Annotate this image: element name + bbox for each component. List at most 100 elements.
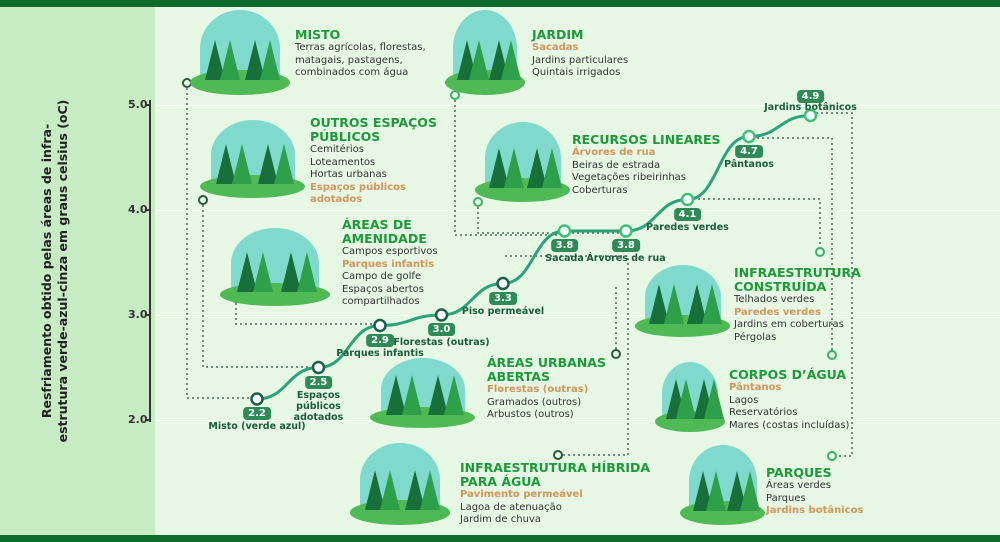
tree-icon (297, 251, 317, 292)
tree-icon (503, 147, 524, 188)
tree-icon (705, 470, 726, 511)
illustration (370, 358, 475, 428)
illustration (445, 10, 525, 95)
tree-icon (215, 143, 236, 184)
illustration (200, 120, 305, 198)
panel-title: PARQUES (766, 465, 832, 480)
panel-item: Telhados verdes (734, 294, 815, 305)
tree-icon (253, 251, 273, 292)
panel-item: adotados (310, 194, 363, 205)
panel-item: Parques infantis (342, 258, 435, 270)
panel-item: Lagoa de atenuação (460, 501, 562, 513)
panel-title: ÁREAS DE (342, 217, 412, 232)
tree-icon (231, 143, 252, 184)
data-point (557, 224, 572, 238)
panel-item: Paredes verdes (734, 306, 822, 318)
panel-item: Árvores de rua (572, 147, 656, 158)
point-label: Pântanos (724, 158, 774, 170)
panel-item: Jardins botânicos (766, 505, 864, 516)
illustration (655, 362, 725, 432)
point-label: Espaços públicos adotados (293, 389, 344, 423)
panel-item: Áreas verdes (766, 480, 832, 491)
panel-item: Hortas urbanas (310, 169, 387, 180)
panel-title: ÁREAS URBANAS (487, 355, 606, 370)
y-tick: 4.0 (128, 203, 148, 216)
panel-item: Coberturas (572, 184, 628, 196)
data-point (373, 318, 387, 333)
panel-item: Espaços abertos (342, 283, 424, 295)
illustration (635, 265, 730, 337)
panel-item: Espaços públicos (310, 181, 406, 193)
illustration (680, 445, 765, 525)
panel-item: Vegetações ribeirinhas (572, 172, 686, 183)
panel-item: combinados com água (295, 67, 409, 78)
value-badge: 3.8 (612, 239, 640, 252)
tree-icon (385, 375, 406, 416)
illustration (220, 228, 330, 306)
panel-item: Campo de golfe (342, 271, 422, 282)
top-border (0, 0, 1000, 7)
panel-item: Campos esportivos (342, 246, 438, 257)
tree-icon (704, 379, 724, 420)
tree-icon (541, 147, 562, 188)
panel-item: Jardins em coberturas (734, 319, 844, 330)
tree-icon (401, 375, 422, 416)
data-point (496, 276, 510, 291)
panel-title: PÚBLICOS (310, 129, 381, 144)
tree-icon (260, 39, 280, 80)
data-point (250, 392, 264, 406)
tree-icon (420, 470, 440, 511)
panel-item: Jardim de chuva (460, 514, 541, 525)
value-badge: 3.0 (427, 323, 456, 336)
panel-item: Pavimento permeável (460, 489, 583, 500)
panel-title: INFRAESTRUTURA (734, 265, 861, 280)
panel-title: CORPOS D’ÁGUA (729, 367, 847, 382)
tree-icon (701, 284, 722, 325)
bottom-border (0, 535, 1000, 542)
panel-title: PARA ÁGUA (460, 474, 541, 489)
data-point (803, 108, 818, 123)
panel-item: Mares (costas incluídas) (729, 419, 850, 431)
tree-icon (273, 143, 294, 184)
data-point (311, 360, 326, 375)
panel-item: Loteamentos (310, 156, 376, 168)
panel-title: JARDIM (532, 27, 584, 42)
point-label: Árvores de rua (586, 253, 666, 264)
tree-icon (427, 375, 448, 416)
tree-icon (739, 470, 760, 511)
panel-item: Lagos (729, 394, 759, 406)
gridline (155, 105, 1000, 106)
tree-icon (380, 470, 400, 511)
tree-icon (220, 39, 240, 80)
tree-icon (501, 39, 521, 80)
illustration (190, 10, 290, 95)
illustration (350, 443, 450, 525)
point-label: Misto (verde azul) (208, 421, 306, 432)
panel-title: ABERTAS (487, 369, 551, 384)
panel-title: INFRAESTRUTURA HÍBRIDA (460, 460, 651, 475)
panel-item: Beiras de estrada (572, 159, 661, 171)
panel-item: Pérgolas (734, 331, 777, 343)
panel-item: Cemitérios (310, 144, 364, 155)
panel-item: Arbustos (outros) (487, 409, 574, 420)
panel-item: Sacadas (532, 42, 579, 53)
point-label: Florestas (outras) (393, 337, 490, 348)
point-label: Paredes verdes (646, 221, 729, 233)
panel-title: RECURSOS LINEARES (572, 132, 721, 147)
value-badge: 2.9 (366, 333, 394, 347)
panel-item: Gramados (outros) (487, 396, 582, 408)
series-line (256, 114, 811, 401)
panel-title: MISTO (295, 27, 341, 42)
data-point (619, 224, 633, 238)
panel-title: AMENIDADE (342, 231, 427, 246)
point-label: Sacada (545, 253, 584, 264)
data-point (680, 192, 695, 207)
value-badge: 2.5 (304, 375, 333, 389)
